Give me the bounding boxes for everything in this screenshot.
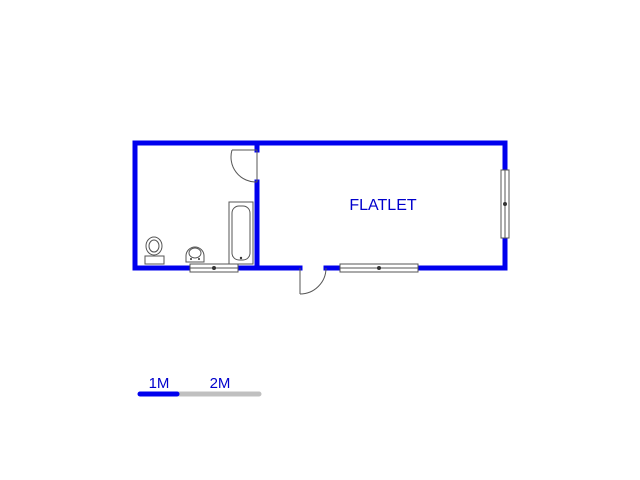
walls [132, 140, 508, 271]
door-bathroom [230, 149, 258, 183]
room-label-flatlet: FLATLET [349, 197, 417, 214]
window-right [500, 169, 510, 239]
basin [185, 246, 205, 263]
window-bottom [339, 263, 419, 273]
window-bathroom [189, 263, 239, 273]
door-entrance [299, 267, 327, 295]
bathtub [228, 201, 254, 265]
scale-bar: 1M 2M [137, 375, 262, 397]
scale-label-1m: 1M [149, 375, 170, 392]
scale-label-2m: 2M [210, 375, 231, 392]
toilet [144, 236, 165, 265]
